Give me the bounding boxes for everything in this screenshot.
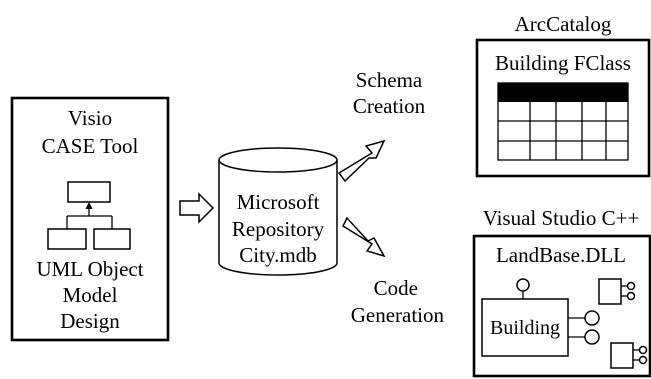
- repository-line1: Microsoft: [237, 190, 320, 214]
- small-component-icon-top: [598, 278, 636, 305]
- arrow-schema-creation: [337, 139, 386, 183]
- feature-class-table-icon: [497, 82, 629, 161]
- visio-title-line2: CASE Tool: [42, 134, 139, 158]
- code-label-line1: Code: [374, 276, 418, 300]
- repository-line3: City.mdb: [239, 243, 316, 267]
- arccatalog-heading: ArcCatalog: [515, 12, 612, 36]
- uml-class-hierarchy-icon: [47, 181, 131, 250]
- visual-studio-heading: Visual Studio C++: [483, 206, 640, 230]
- visio-caption-line1: UML Object: [36, 257, 143, 281]
- visio-caption-line3: Design: [60, 309, 120, 333]
- arccatalog-box: Building FClass: [475, 38, 651, 178]
- repository-line2: Repository: [232, 217, 325, 241]
- code-label-line2: Generation: [351, 303, 445, 327]
- visio-case-tool-box: Visio CASE Tool UML Object Model Design: [10, 96, 170, 342]
- schema-label-line1: Schema: [356, 68, 423, 92]
- building-class-component: Building: [481, 278, 600, 357]
- visio-title-line1: Visio: [68, 106, 112, 130]
- arrow-code-generation: [342, 216, 386, 258]
- visio-caption-line2: Model: [63, 283, 118, 307]
- schema-label-line2: Creation: [353, 94, 426, 118]
- feature-class-title: Building FClass: [495, 51, 631, 75]
- repository-cylinder: Microsoft Repository City.mdb: [218, 147, 338, 276]
- dll-title: LandBase.DLL: [496, 243, 626, 267]
- small-component-icon-bottom: [610, 342, 648, 369]
- building-class-name: Building: [490, 317, 560, 339]
- landbase-dll-box: LandBase.DLL Building: [472, 234, 651, 378]
- arrow-to-repository: [179, 192, 215, 224]
